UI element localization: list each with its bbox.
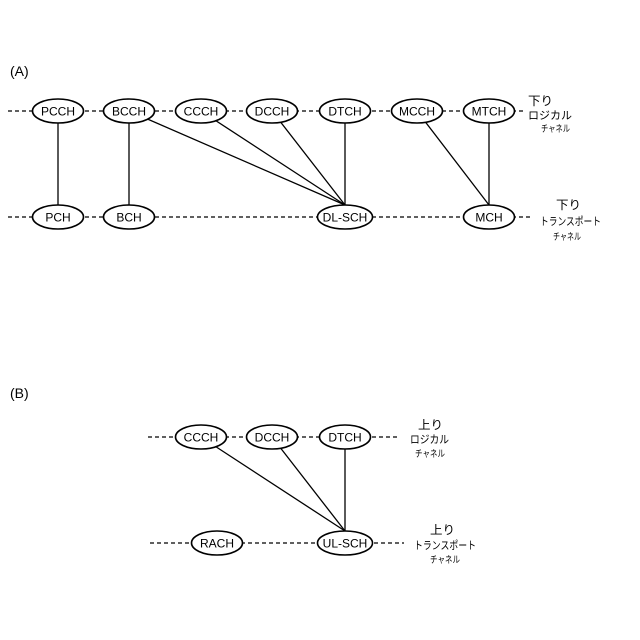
caption-direction: 上り xyxy=(430,523,455,537)
transport-channel-node-bch: BCH xyxy=(104,205,155,229)
caption-channel-kind: トランスポート xyxy=(540,215,601,228)
caption-channel-kind: トランスポート xyxy=(414,539,476,552)
mapping-line xyxy=(129,111,345,205)
channel-name: BCCH xyxy=(112,104,146,118)
mapping-lines-layer xyxy=(58,111,489,205)
channel-name: MCH xyxy=(475,210,502,224)
panel-label: (A) xyxy=(10,63,29,79)
channel-name: CCCH xyxy=(184,104,219,118)
caption-channel-word: チャネル xyxy=(430,555,460,566)
panel-a: (A) PCCH BCCH CCCH DCCH DTCH MCCH MTCH PCH BCH DL… xyxy=(8,63,601,243)
channel-name: CCCH xyxy=(184,430,219,444)
row-lines-layer xyxy=(148,437,404,543)
caption-channel-word: チャネル xyxy=(553,232,581,243)
caption-direction: 上り xyxy=(418,418,443,432)
channel-name: DTCH xyxy=(328,430,361,444)
caption-direction: 下り xyxy=(528,94,553,108)
logical-channel-node-mtch: MTCH xyxy=(464,99,515,123)
panel-label: (B) xyxy=(10,385,29,401)
caption-channel-word: チャネル xyxy=(541,124,570,135)
channel-name: PCH xyxy=(45,210,70,224)
mapping-line xyxy=(272,437,345,531)
logical-channel-node-dtch: DTCH xyxy=(320,99,371,123)
channel-nodes-layer: PCCH BCCH CCCH DCCH DTCH MCCH MTCH PCH BCH DL-SCH… xyxy=(33,99,515,229)
row-lines-layer xyxy=(8,111,530,217)
row-captions-layer: 下りロジカルチャネル下りトランスポートチャネル xyxy=(528,94,601,243)
logical-channel-node-ccch: CCCH xyxy=(176,425,227,449)
channel-name: DL-SCH xyxy=(323,210,368,224)
caption-direction: 下り xyxy=(556,198,581,212)
channel-nodes-layer: CCCH DCCH DTCH RACH UL-SCH xyxy=(176,425,373,555)
mapping-line xyxy=(201,437,345,531)
logical-channel-node-dcch: DCCH xyxy=(247,99,298,123)
channel-name: RACH xyxy=(200,536,234,550)
mapping-lines-layer xyxy=(201,437,345,531)
channel-name: UL-SCH xyxy=(323,536,368,550)
mapping-line xyxy=(417,111,489,205)
panel-b: (B) CCCHDCCHDTCHRACHUL-SCH 上りロジカルチャネル上りト… xyxy=(10,385,476,566)
mapping-line xyxy=(201,111,345,205)
logical-channel-node-ccch: CCCH xyxy=(176,99,227,123)
transport-channel-node-dl-sch: DL-SCH xyxy=(318,205,373,229)
caption-channel-word: チャネル xyxy=(415,449,445,460)
row-captions-layer: 上りロジカルチャネル上りトランスポートチャネル xyxy=(410,418,476,566)
logical-channel-node-dcch: DCCH xyxy=(247,425,298,449)
channel-name: PCCH xyxy=(41,104,75,118)
channel-name: DCCH xyxy=(255,430,290,444)
transport-channel-node-rach: RACH xyxy=(192,531,243,555)
logical-channel-node-bcch: BCCH xyxy=(104,99,155,123)
transport-channel-node-mch: MCH xyxy=(464,205,515,229)
caption-channel-kind: ロジカル xyxy=(528,109,572,122)
channel-name: MTCH xyxy=(472,104,507,118)
mapping-line xyxy=(272,111,345,205)
channel-name: DTCH xyxy=(328,104,361,118)
channel-name: DCCH xyxy=(255,104,290,118)
caption-channel-kind: ロジカル xyxy=(410,433,449,446)
transport-channel-node-ul-sch: UL-SCH xyxy=(318,531,373,555)
logical-channel-node-pcch: PCCH xyxy=(33,99,84,123)
channel-name: BCH xyxy=(116,210,141,224)
logical-channel-node-dtch: DTCH xyxy=(320,425,371,449)
transport-channel-node-pch: PCH xyxy=(33,205,84,229)
channel-name: MCCH xyxy=(399,104,435,118)
logical-channel-node-mcch: MCCH xyxy=(392,99,443,123)
